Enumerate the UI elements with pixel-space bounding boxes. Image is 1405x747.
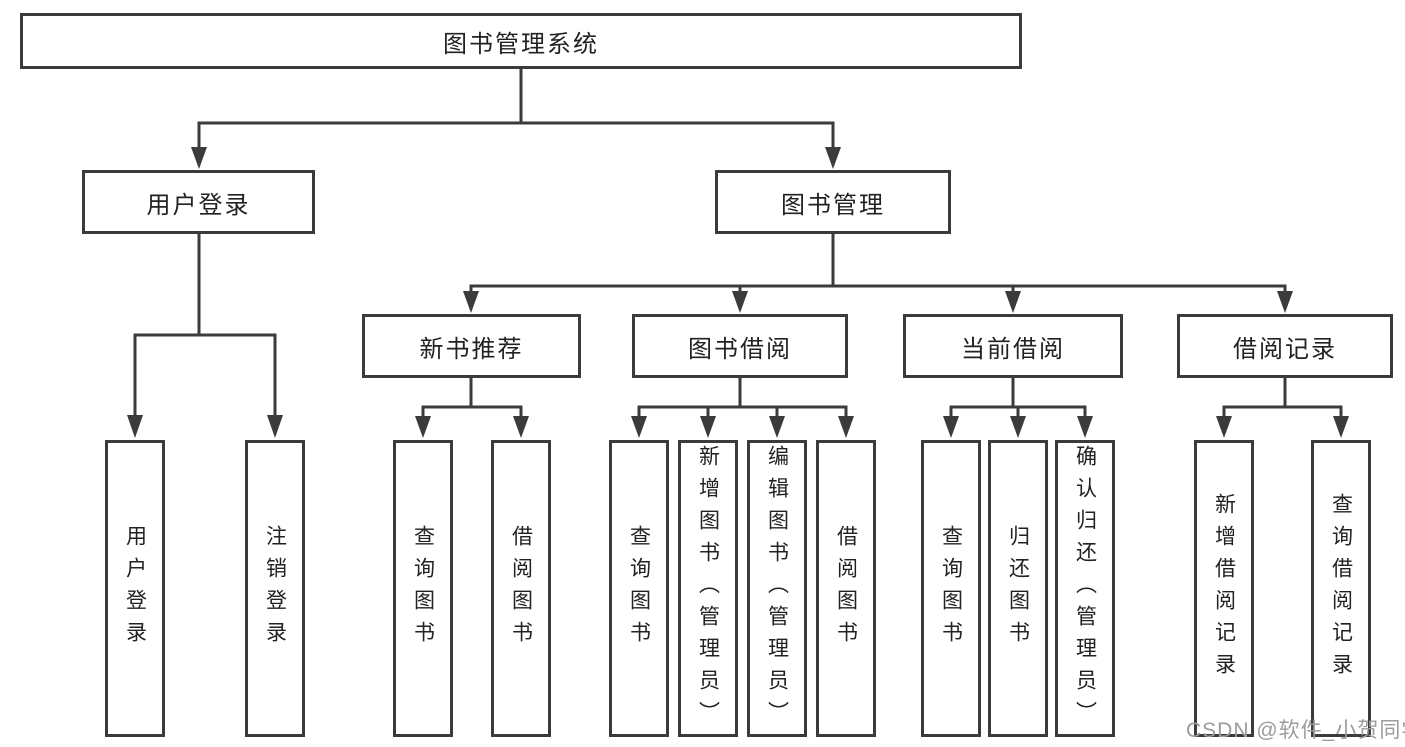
connector-new-book-branch [421,378,523,418]
arrowhead [1333,416,1349,438]
node-borrowing-records: 借阅记录 [1177,314,1393,378]
arrowhead [1005,291,1021,313]
leaf-query-books-borrow: 查询图书 [609,440,669,737]
leaf-query-books-current: 查询图书 [921,440,981,737]
leaf-query-books-recommend: 查询图书 [393,440,453,737]
node-user-login: 用户登录 [82,170,315,234]
leaf-logout: 注销登录 [245,440,305,737]
arrowhead [631,416,647,438]
arrowhead [127,415,143,438]
arrowheads [127,147,1349,438]
connector-borrowing-records-branch [1222,378,1343,418]
arrowhead [732,291,748,313]
arrowhead [1077,416,1093,438]
leaf-add-borrow-record: 新增借阅记录 [1194,440,1254,737]
arrowhead [1216,416,1232,438]
node-new-book-recommend: 新书推荐 [362,314,581,378]
leaf-borrow-books: 借阅图书 [816,440,876,737]
arrowhead [267,415,283,438]
connector-book-borrowing-branch [637,377,848,418]
leaf-query-borrow-record: 查询借阅记录 [1311,440,1371,737]
node-book-borrowing: 图书借阅 [632,314,848,378]
leaf-add-books-admin: 新增图书（管理员） [678,440,738,737]
arrowhead [513,416,529,438]
arrowhead [1010,416,1026,438]
arrowhead [700,416,716,438]
node-library-system: 图书管理系统 [20,13,1022,69]
leaf-user-login: 用户登录 [105,440,165,737]
arrowhead [415,416,431,438]
arrowhead [825,147,841,169]
arrowhead [838,416,854,438]
csdn-watermark: CSDN @软件_小贺同学 [1186,719,1405,742]
leaf-confirm-return-admin: 确认归还（管理员） [1055,440,1115,737]
connector-user-login-branch [133,234,277,417]
connector-book-management-branch [469,234,1287,293]
arrowhead [1277,291,1293,313]
arrowhead [463,291,479,313]
node-current-borrowing: 当前借阅 [903,314,1123,378]
arrowhead [769,416,785,438]
leaf-edit-books-admin: 编辑图书（管理员） [747,440,807,737]
connector-root-to-level2 [197,69,835,150]
node-book-management: 图书管理 [715,170,951,234]
leaf-borrow-books-recommend: 借阅图书 [491,440,551,737]
arrowhead [943,416,959,438]
arrowhead [191,147,207,169]
leaf-return-books: 归还图书 [988,440,1048,737]
connector-current-borrowing-branch [949,378,1087,418]
